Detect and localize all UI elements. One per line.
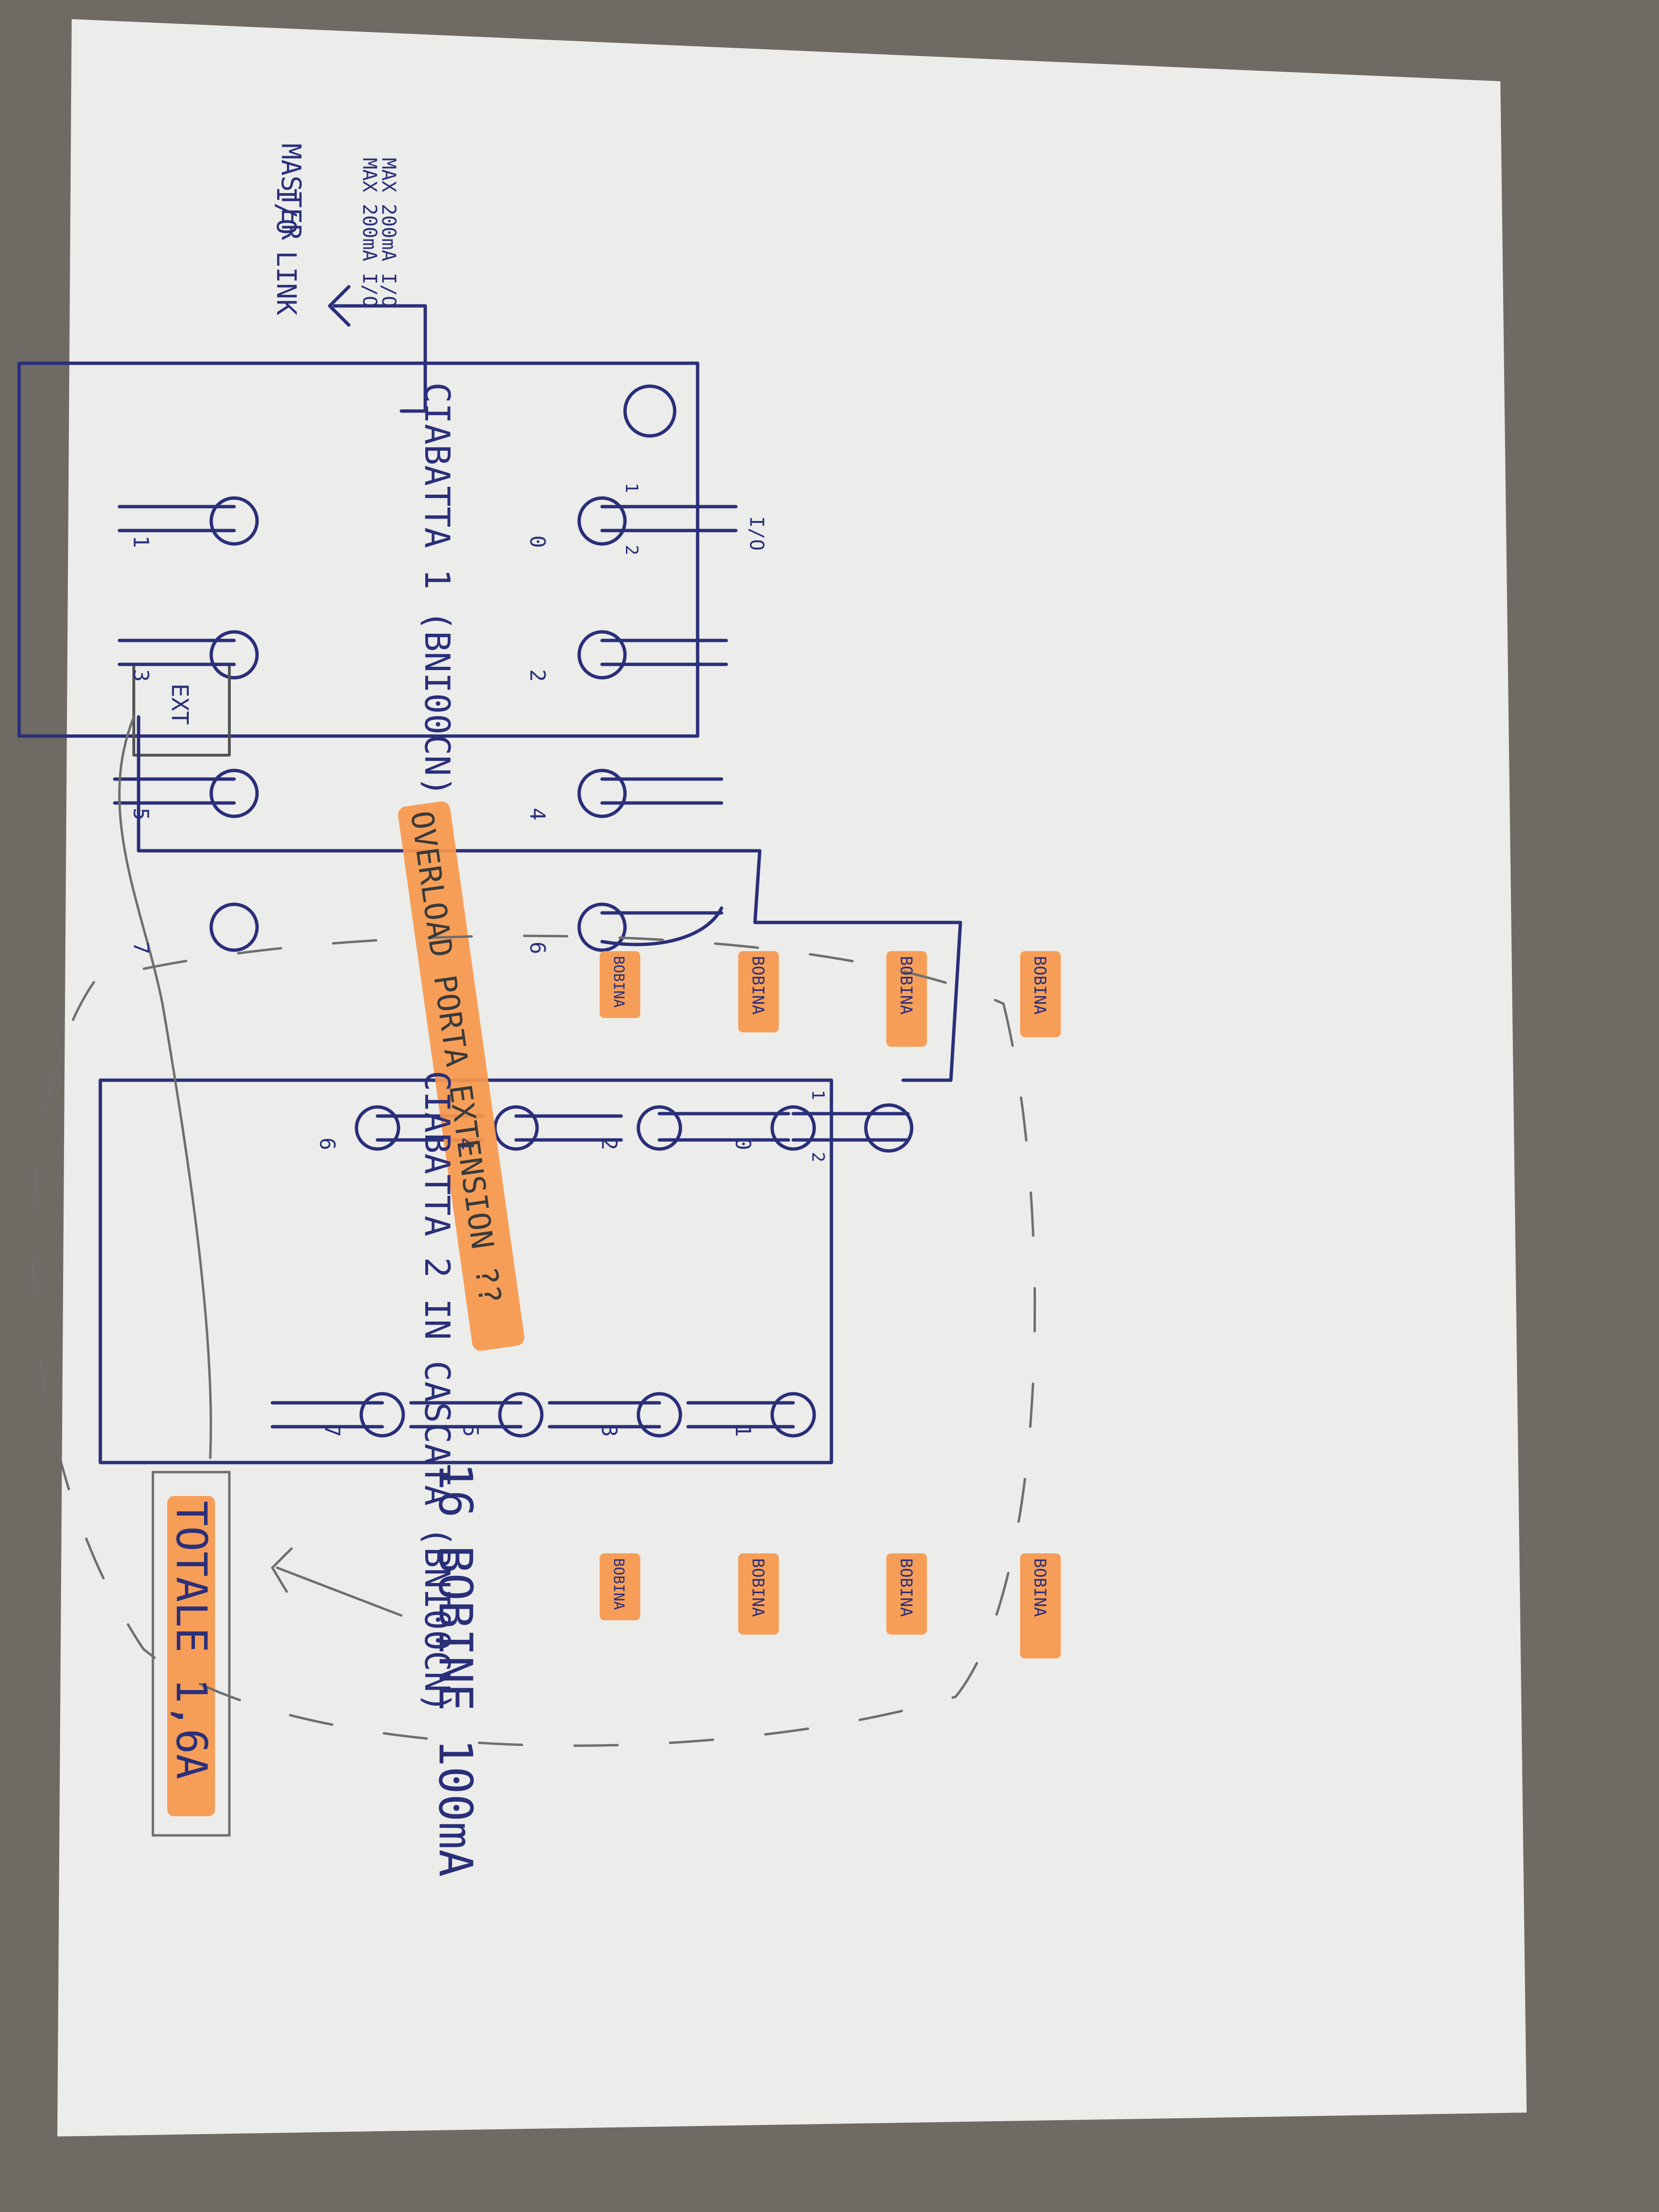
- coil-highlight-h2-4: [738, 951, 779, 1032]
- total-highlight: [167, 1496, 215, 1816]
- hub1-ext-label: EXT: [166, 683, 193, 725]
- hub2-port-label-6: 6: [315, 1138, 339, 1150]
- hub1-port-label-7: 7: [129, 942, 153, 954]
- hub1-lead-4: [600, 777, 723, 805]
- total-box: [151, 1471, 231, 1837]
- hub2-pin-label-2: 2: [808, 1152, 828, 1162]
- coil-label-h2-3: BOBINA: [896, 1558, 916, 1617]
- hub1-port-0: [577, 496, 627, 546]
- hub1-port-label-4: 4: [525, 808, 549, 821]
- hub2-lead-1: [686, 1401, 795, 1429]
- hub1-lead-5: [113, 777, 236, 805]
- master-link-line: [333, 304, 427, 413]
- hub2-port-label-3: 3: [597, 1424, 621, 1437]
- max-current-label-b: MAX 200mA I/O: [358, 158, 380, 307]
- overload-cable: [118, 716, 212, 1459]
- coil-label-h2-7: BOBINA: [610, 1558, 627, 1610]
- hub2-lead-0: [791, 1112, 910, 1142]
- hub2-port-5: [498, 1392, 544, 1438]
- hub1-port-label-2: 2: [525, 669, 549, 682]
- coil-highlight-h2-3: [886, 1553, 927, 1635]
- hub1-box: [17, 361, 700, 738]
- coil-label-h2-2: BOBINA: [896, 956, 916, 1015]
- hub1-io-label: I/O: [745, 516, 767, 551]
- hub2-lead-7: [270, 1401, 384, 1429]
- coil-label-h2-6: BOBINA: [610, 956, 627, 1008]
- hub2-port-label-0: 0: [731, 1138, 755, 1150]
- hub1-lead-1: [118, 505, 236, 532]
- hub1-lead-0: [600, 505, 738, 532]
- hub1-lead-6b: [600, 906, 723, 946]
- total-note: TOTALE 1,6A: [167, 1501, 216, 1779]
- master-arrow-icon: [328, 285, 351, 327]
- hub2-lead-3: [548, 1401, 661, 1429]
- group-ellipse: [32, 934, 1036, 1747]
- hub1-port-label-5: 5: [129, 808, 153, 821]
- hub2-port-label-4: 4: [453, 1138, 478, 1150]
- hub1-port-6: [577, 902, 627, 952]
- hub1-port-3: [209, 630, 259, 680]
- hub2-lead-5: [409, 1401, 523, 1429]
- hub1-port-2: [577, 630, 627, 680]
- hub2-title: CIABATTA 2 IN CASCATA (BNI00CN): [417, 1071, 457, 1713]
- hub1-port-label-0: 0: [525, 535, 549, 548]
- hub1-lead-2: [600, 639, 728, 666]
- hub1-master-port: [623, 384, 677, 438]
- hub2-port-7: [359, 1392, 405, 1438]
- hub2-port-4: [493, 1105, 539, 1151]
- hub1-lead-3: [118, 639, 236, 666]
- paper-sheet: [57, 19, 1527, 2136]
- coil-label-h2-1: BOBINA: [1030, 1558, 1049, 1617]
- coils-pointer-arrow: [270, 1547, 403, 1617]
- hub2-port-label-5: 5: [458, 1424, 483, 1437]
- coil-highlight-h2-6: [600, 951, 640, 1018]
- coil-label-h2-0: BOBINA: [1030, 956, 1049, 1015]
- master-label: MASTER: [275, 143, 306, 240]
- hub2-port-label-7: 7: [320, 1424, 344, 1437]
- hub1-port-label-6: 6: [525, 942, 549, 954]
- hub2-port-6: [355, 1105, 400, 1151]
- hub2-port-1: [770, 1392, 816, 1438]
- hub1-title: CIABATTA 1 (BNI00CN): [417, 382, 457, 797]
- hub1-port-label-1: 1: [129, 535, 153, 548]
- max-current-label: MAX 200mA I/O: [377, 158, 399, 307]
- hub2-port-3: [636, 1392, 682, 1438]
- io-link-label: I/O LINK: [270, 186, 302, 315]
- hub2-port-label-2: 2: [597, 1138, 621, 1150]
- sketch-labels: MASTER I/O LINK MAX 200mA I/O MAX 200mA …: [129, 143, 1049, 1713]
- hub1-port-1: [209, 496, 259, 546]
- coil-highlight-h2-1: [1020, 1553, 1061, 1659]
- hub2-port-2: [636, 1105, 682, 1151]
- hub1-port-5: [209, 769, 259, 818]
- hub1-pin-label-1: 1: [622, 483, 641, 493]
- coil-label-h2-5: BOBINA: [748, 1558, 767, 1617]
- hub1-port-label-3: 3: [129, 669, 153, 682]
- coil-highlight-h2-7: [600, 1553, 640, 1620]
- hub2-port-label-1: 1: [731, 1424, 755, 1437]
- hub1-port-7: [209, 902, 259, 952]
- hub2-master-port: [864, 1103, 914, 1153]
- hub2-pin-label-1: 1: [808, 1090, 828, 1100]
- coil-highlight-h2-5: [738, 1553, 779, 1635]
- coils-note: 16 BOBINE 100mA: [429, 1463, 482, 1877]
- hub2-lead-4: [514, 1114, 623, 1142]
- hub2-port-0: [770, 1105, 816, 1151]
- hub1-pin-label-2: 2: [622, 545, 641, 555]
- coil-highlight-h2-0: [1020, 951, 1061, 1037]
- hub1-port-4: [577, 769, 627, 818]
- coil-label-h2-4: BOBINA: [748, 956, 767, 1015]
- cascade-line: [137, 715, 962, 1082]
- sketch-content: MASTER I/O LINK MAX 200mA I/O MAX 200mA …: [17, 143, 1061, 1877]
- hub2-lead-2: [657, 1112, 790, 1142]
